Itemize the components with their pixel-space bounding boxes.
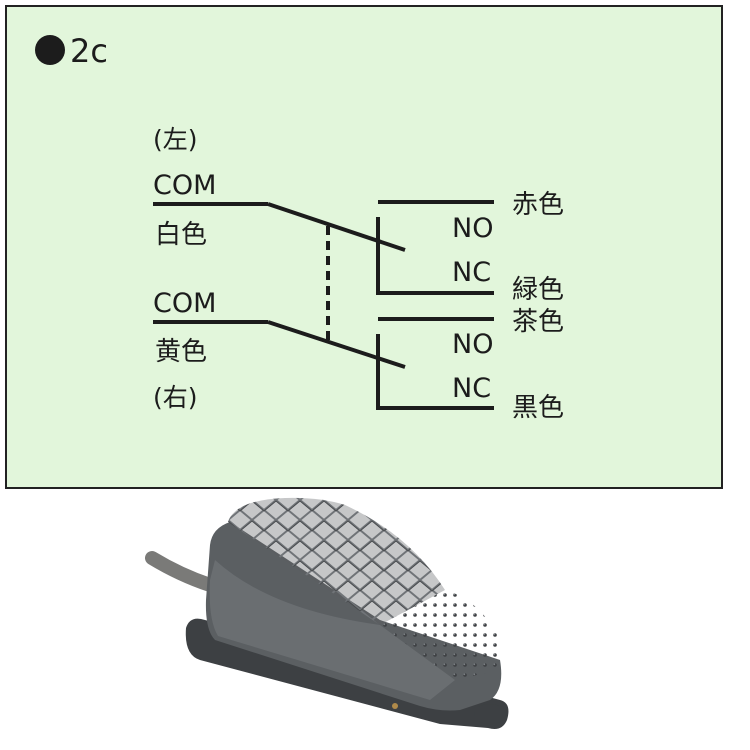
pedal-toe-tread [380, 590, 502, 680]
top-lever [267, 202, 406, 252]
bottom-nc-wire [376, 334, 494, 410]
bottom-no-wire-color: 茶色 [512, 307, 564, 337]
pedal-front-face [209, 560, 455, 700]
bottom-no-label: NO [452, 329, 493, 360]
top-no-wire-color: 赤色 [512, 190, 564, 220]
bottom-lever [267, 320, 406, 369]
top-side-label: (左) [153, 125, 198, 154]
top-com-wire-color: 白色 [155, 220, 207, 250]
bottom-nc-wire-color: 黒色 [512, 393, 564, 423]
pedal-top-tread [228, 497, 445, 625]
foot-pedal-image [145, 497, 509, 729]
bottom-side-label: (右) [153, 383, 198, 412]
pedal-body [205, 522, 502, 711]
mounting-tab-icon [474, 704, 506, 724]
bottom-nc-label: NC [452, 373, 491, 404]
wiring-lines [153, 200, 494, 410]
diagram-panel [5, 5, 723, 489]
top-nc-wire-color: 緑色 [512, 275, 564, 305]
pedal-cable [145, 551, 217, 592]
top-nc-wire [376, 217, 494, 295]
top-no-label: NO [452, 213, 493, 244]
diagram-title: 2c [70, 32, 108, 70]
pedal-screw-icon [392, 703, 398, 709]
bottom-com-wire-color: 黄色 [155, 337, 207, 367]
bottom-com-label: COM [153, 288, 216, 319]
top-nc-label: NC [452, 257, 491, 288]
top-com-label: COM [153, 170, 216, 201]
title-bullet-icon [35, 35, 65, 65]
